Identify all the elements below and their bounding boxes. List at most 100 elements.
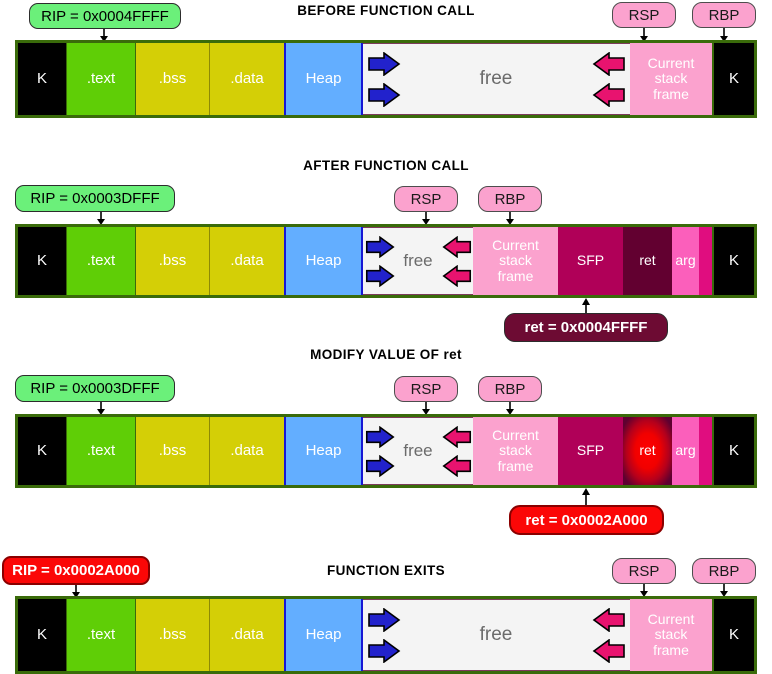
memory-bar-before: K .text .bss .data Heap free Current sta…: [15, 40, 757, 118]
panel-title-before: BEFORE FUNCTION CALL: [297, 3, 475, 18]
rsp-callout-modify: RSP: [394, 376, 458, 402]
rbp-callout-after: RBP: [478, 186, 542, 212]
segment-current-stack-frame: Current stack frame: [630, 599, 712, 671]
memory-bar-exits: K .text .bss .data Heap free Current sta…: [15, 596, 757, 674]
pink-left-arrow-icon: [441, 425, 471, 448]
rip-callout-before: RIP = 0x0004FFFF: [29, 3, 181, 29]
rbp-connector-after: [504, 212, 516, 225]
rbp-connector-before: [718, 28, 730, 42]
rbp-callout-modify: RBP: [478, 376, 542, 402]
heap-growth-arrows: [363, 417, 396, 485]
segment-kernel-right: K: [712, 417, 754, 485]
segment-kernel-right: K: [712, 599, 754, 671]
pink-left-arrow-icon: [592, 51, 625, 76]
segment-data: .data: [210, 599, 284, 671]
segment-current-stack-frame: Current stack frame: [473, 417, 558, 485]
rip-callout-after: RIP = 0x0003DFFF: [15, 185, 175, 212]
segment-kernel-right: K: [712, 227, 754, 295]
blue-right-arrow-icon: [365, 235, 395, 258]
blue-right-arrow-icon: [367, 51, 400, 76]
rip-callout-modify: RIP = 0x0003DFFF: [15, 375, 175, 402]
rsp-connector-before: [638, 28, 650, 42]
pink-left-arrow-icon: [592, 82, 625, 107]
rsp-callout-exits: RSP: [612, 558, 676, 584]
segment-kernel-left: K: [18, 227, 66, 295]
rbp-connector-modify: [504, 402, 516, 415]
panel-title-modify: MODIFY VALUE OF ret: [310, 347, 462, 362]
segment-heap: Heap: [284, 417, 363, 485]
ret-connector-modify: [580, 488, 592, 506]
segment-free: free: [396, 227, 440, 295]
blue-right-arrow-icon: [365, 454, 395, 477]
ret-value-callout-modify: ret = 0x0002A000: [509, 505, 664, 535]
rsp-callout-before: RSP: [612, 2, 676, 28]
segment-arg: arg: [672, 227, 699, 295]
blue-right-arrow-icon: [365, 425, 395, 448]
segment-data: .data: [210, 43, 284, 115]
segment-data: .data: [210, 227, 284, 295]
rip-connector-modify: [95, 402, 107, 415]
pink-left-arrow-icon: [592, 607, 625, 632]
segment-bss: .bss: [136, 227, 210, 295]
heap-growth-arrows: [363, 227, 396, 295]
segment-bss: .bss: [136, 417, 210, 485]
memory-bar-after: K .text .bss .data Heap free Current sta…: [15, 224, 757, 298]
rsp-connector-modify: [420, 402, 432, 415]
heap-growth-arrows: [363, 43, 404, 115]
rip-connector-before: [98, 29, 110, 42]
segment-kernel-left: K: [18, 599, 66, 671]
rsp-callout-after: RSP: [394, 186, 458, 212]
segment-sfp: SFP: [558, 227, 623, 295]
segment-data: .data: [210, 417, 284, 485]
segment-stack-remainder: [699, 227, 712, 295]
rip-callout-exits: RIP = 0x0002A000: [2, 556, 150, 585]
segment-bss: .bss: [136, 599, 210, 671]
segment-stack-remainder: [699, 417, 712, 485]
panel-title-exits: FUNCTION EXITS: [326, 563, 446, 578]
segment-heap: Heap: [284, 599, 363, 671]
memory-bar-modify: K .text .bss .data Heap free Current sta…: [15, 414, 757, 488]
segment-heap: Heap: [284, 227, 363, 295]
segment-ret-highlighted: ret: [623, 417, 672, 485]
blue-right-arrow-icon: [367, 82, 400, 107]
pink-left-arrow-icon: [441, 454, 471, 477]
segment-arg: arg: [672, 417, 699, 485]
segment-current-stack-frame: Current stack frame: [630, 43, 712, 115]
rbp-callout-before: RBP: [692, 2, 756, 28]
pink-left-arrow-icon: [592, 638, 625, 663]
segment-free: free: [404, 599, 588, 671]
rbp-callout-exits: RBP: [692, 558, 756, 584]
segment-text: .text: [66, 417, 136, 485]
segment-kernel-left: K: [18, 43, 66, 115]
segment-text: .text: [66, 43, 136, 115]
pink-left-arrow-icon: [441, 264, 471, 287]
segment-heap: Heap: [284, 43, 363, 115]
segment-current-stack-frame: Current stack frame: [473, 227, 558, 295]
rip-connector-exits: [70, 585, 82, 598]
segment-sfp: SFP: [558, 417, 623, 485]
ret-value-callout-after: ret = 0x0004FFFF: [504, 313, 668, 342]
rip-connector-after: [95, 212, 107, 225]
segment-free: free: [404, 43, 588, 115]
stack-growth-arrows: [440, 227, 473, 295]
blue-right-arrow-icon: [365, 264, 395, 287]
rsp-connector-exits: [638, 584, 650, 597]
panel-title-after: AFTER FUNCTION CALL: [303, 158, 469, 173]
segment-ret: ret: [623, 227, 672, 295]
ret-connector-after: [580, 298, 592, 314]
rsp-connector-after: [420, 212, 432, 225]
stack-growth-arrows: [440, 417, 473, 485]
blue-right-arrow-icon: [367, 638, 400, 663]
segment-bss: .bss: [136, 43, 210, 115]
heap-growth-arrows: [363, 599, 404, 671]
segment-free: free: [396, 417, 440, 485]
segment-kernel-left: K: [18, 417, 66, 485]
rbp-connector-exits: [718, 584, 730, 597]
segment-text: .text: [66, 599, 136, 671]
pink-left-arrow-icon: [441, 235, 471, 258]
segment-kernel-right: K: [712, 43, 754, 115]
stack-growth-arrows: [588, 43, 630, 115]
stack-growth-arrows: [588, 599, 630, 671]
blue-right-arrow-icon: [367, 607, 400, 632]
